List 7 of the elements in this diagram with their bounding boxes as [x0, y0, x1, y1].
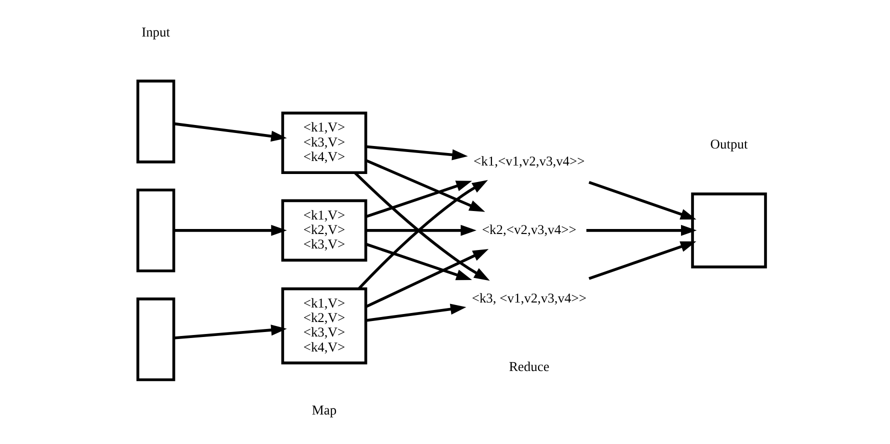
node-text: <k1,<v1,v2,v3,v4>> [473, 153, 584, 168]
label: Input [141, 24, 170, 40]
node-text: <k2,<v2,v3,v4>> [481, 222, 576, 237]
label: Output [710, 136, 748, 152]
label: Map [311, 402, 336, 418]
node-text: <k3, <v1,v2,v3,v4>> [471, 290, 586, 306]
label: Reduce [508, 358, 549, 374]
